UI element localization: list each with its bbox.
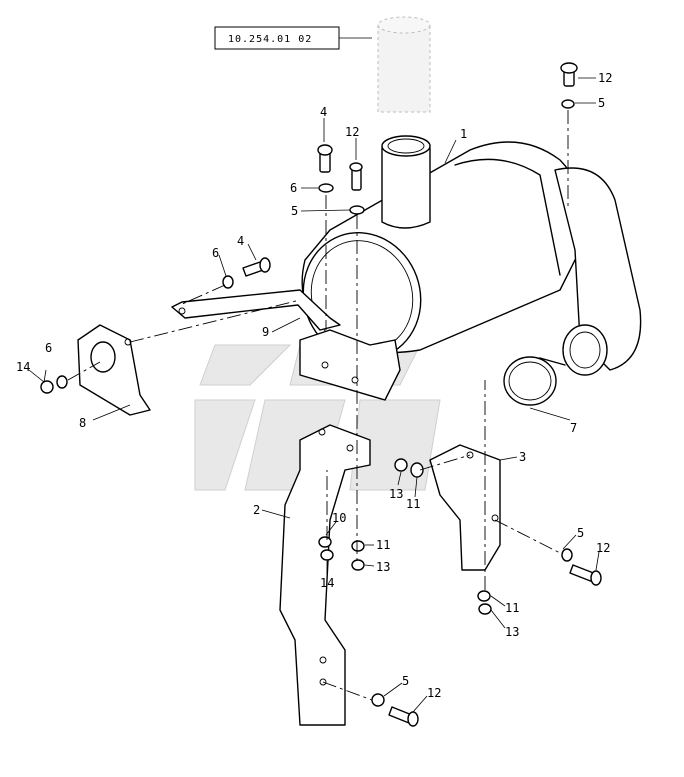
callout-6-left-bolt[interactable]: 6	[212, 246, 219, 260]
callout-4-top[interactable]: 4	[320, 105, 327, 119]
callout-1[interactable]: 1	[460, 127, 467, 141]
callout-11-mid[interactable]: 11	[406, 497, 420, 511]
assembly-lines	[67, 110, 569, 701]
callout-2[interactable]: 2	[253, 503, 260, 517]
callout-11-center[interactable]: 11	[376, 538, 390, 552]
bolt-right-12	[561, 548, 602, 586]
support-bracket	[279, 424, 371, 726]
callout-11-right[interactable]: 11	[505, 601, 519, 615]
bolt-top-12	[349, 162, 365, 215]
callout-4-left[interactable]: 4	[237, 234, 244, 248]
callout-13-center[interactable]: 13	[376, 560, 390, 574]
callout-8[interactable]: 8	[79, 416, 86, 430]
callout-3[interactable]: 3	[519, 450, 526, 464]
washers-left	[40, 375, 68, 394]
exhaust-extension-ghost	[377, 16, 431, 113]
bolt-top-4	[317, 144, 334, 193]
callout-13-right[interactable]: 13	[505, 625, 519, 639]
callout-12-bottom[interactable]: 12	[427, 686, 441, 700]
callout-5-mid[interactable]: 5	[291, 204, 298, 218]
callout-5-bottom[interactable]: 5	[402, 674, 409, 688]
callout-10[interactable]: 10	[332, 511, 346, 525]
left-bracket	[77, 324, 151, 416]
callout-9[interactable]: 9	[262, 325, 269, 339]
right-bracket	[429, 444, 501, 571]
bolt-left-4	[222, 257, 271, 289]
callout-12-top-right[interactable]: 12	[598, 71, 612, 85]
callout-13-mid[interactable]: 13	[389, 487, 403, 501]
bolt-top-right	[560, 62, 578, 109]
reference-label: 10.254.01 02	[228, 34, 312, 45]
callout-5-right[interactable]: 5	[577, 526, 584, 540]
callout-5-top-right[interactable]: 5	[598, 96, 605, 110]
callout-7[interactable]: 7	[570, 421, 577, 435]
callout-12-top[interactable]: 12	[345, 125, 359, 139]
muffler-saddle-bracket	[299, 329, 401, 401]
reference-box[interactable]: 10.254.01 02	[214, 26, 372, 50]
washers-mid	[318, 458, 492, 615]
bolt-bottom-12	[371, 693, 419, 727]
strap-rod	[171, 289, 341, 331]
hose-clamp	[503, 356, 566, 406]
callout-14-mid[interactable]: 14	[320, 576, 334, 590]
leader-lines	[28, 77, 600, 713]
muffler-body	[301, 135, 642, 376]
callout-14-left[interactable]: 14	[16, 360, 30, 374]
callout-labels: 1 2 3 4 4 5 5 5 5 6 6 6 7 8 9 10 11 11 1…	[16, 71, 612, 700]
callout-6-left-bracket[interactable]: 6	[45, 341, 52, 355]
callout-12-right[interactable]: 12	[596, 541, 610, 555]
callout-6-top[interactable]: 6	[290, 181, 297, 195]
